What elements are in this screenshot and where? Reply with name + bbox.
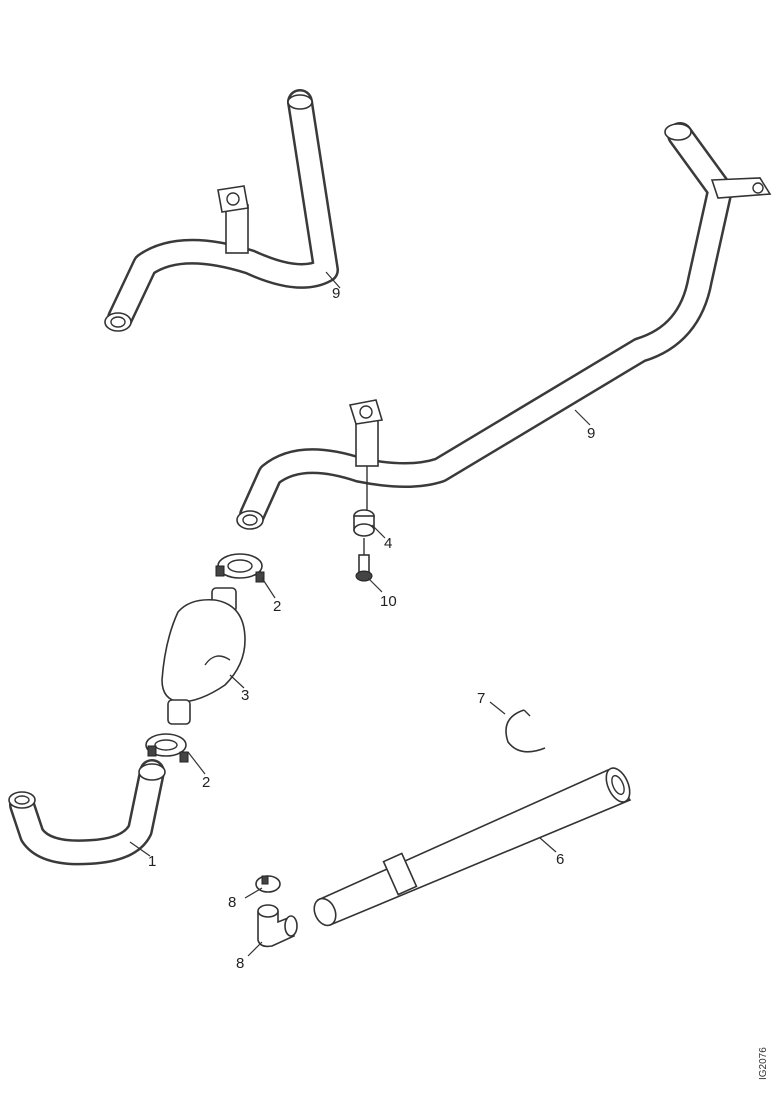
clamp-2-lower <box>145 733 189 763</box>
callout-ring-clamp: 7 <box>477 690 485 707</box>
bolt-10 <box>355 538 373 582</box>
clamp-2-upper <box>215 553 265 583</box>
callout-clamp-front: 2 <box>273 598 281 615</box>
callout-rubber-mount: 4 <box>384 535 392 552</box>
pipe-9-upper-right <box>236 122 772 530</box>
pipe-1-front <box>8 759 166 866</box>
reference-code: IG2076 <box>758 1047 769 1080</box>
leader-lines <box>129 271 591 957</box>
callout-elbow-clamp: 8 <box>228 894 236 911</box>
callout-pipe-front: 1 <box>148 853 156 870</box>
ring-clamp-7 <box>505 709 546 753</box>
elbow-8 <box>257 904 298 948</box>
callout-silencer: 3 <box>241 687 249 704</box>
callout-elbow: 8 <box>236 955 244 972</box>
callout-bolt: 10 <box>380 593 397 610</box>
callout-pipe-upper-left: 9 <box>332 285 340 302</box>
callout-tail-pipe: 6 <box>556 851 564 868</box>
pipe-9-upper-left <box>104 89 339 332</box>
tail-pipe-6 <box>313 767 632 927</box>
rubber-mount-4 <box>353 466 375 537</box>
silencer-3 <box>161 587 246 725</box>
callout-pipe-upper-right: 9 <box>587 425 595 442</box>
callout-clamp-rear: 2 <box>202 774 210 791</box>
